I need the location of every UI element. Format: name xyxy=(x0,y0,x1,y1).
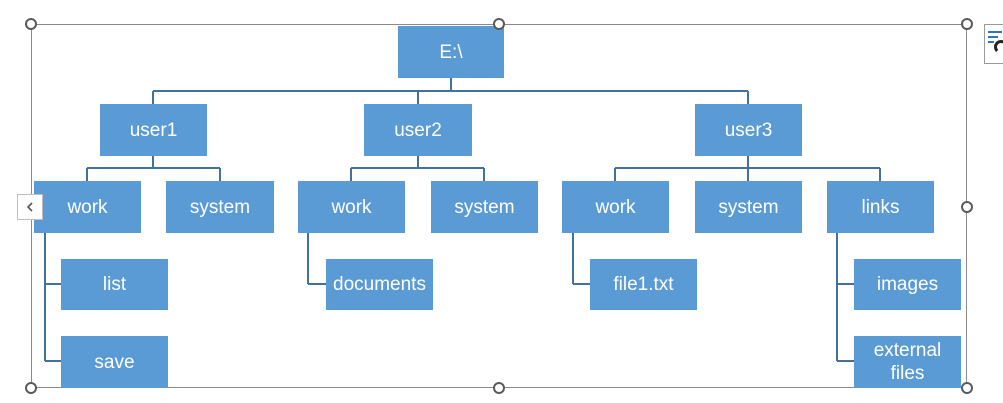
node-user1-system[interactable]: system xyxy=(166,181,274,233)
resize-handle-bottom-left[interactable] xyxy=(25,382,37,394)
chevron-left-icon xyxy=(26,202,33,212)
resize-handle-right[interactable] xyxy=(961,201,973,213)
node-user2-system[interactable]: system xyxy=(431,181,538,233)
resize-handle-top-right[interactable] xyxy=(961,18,973,30)
node-file1[interactable]: file1.txt xyxy=(590,259,697,310)
resize-handle-top[interactable] xyxy=(493,18,505,30)
node-user2-work[interactable]: work xyxy=(298,181,405,233)
resize-handle-top-left[interactable] xyxy=(25,18,37,30)
node-user2[interactable]: user2 xyxy=(364,104,472,156)
resize-handle-bottom-right[interactable] xyxy=(961,382,973,394)
node-user3-links[interactable]: links xyxy=(827,181,934,233)
node-user1[interactable]: user1 xyxy=(100,104,207,156)
text-pane-toggle-button[interactable] xyxy=(17,194,43,220)
node-user1-work[interactable]: work xyxy=(34,181,141,233)
layout-options-button[interactable] xyxy=(984,24,1003,64)
resize-handle-bottom[interactable] xyxy=(493,382,505,394)
node-user3-system[interactable]: system xyxy=(695,181,802,233)
node-user3-work[interactable]: work xyxy=(562,181,669,233)
node-list[interactable]: list xyxy=(61,259,168,310)
node-documents[interactable]: documents xyxy=(326,259,433,310)
node-external-files[interactable]: external files xyxy=(854,336,961,388)
node-save[interactable]: save xyxy=(61,336,168,388)
node-root[interactable]: E:\ xyxy=(398,26,504,78)
node-user3[interactable]: user3 xyxy=(695,104,802,156)
node-images[interactable]: images xyxy=(854,259,961,310)
